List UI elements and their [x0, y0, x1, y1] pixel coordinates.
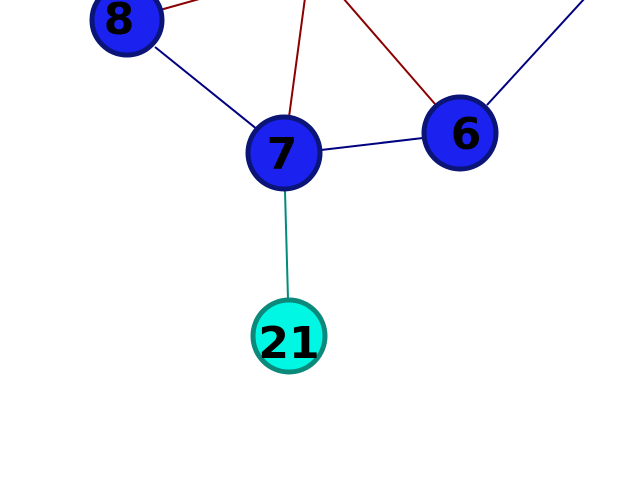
node-7[interactable]: 7 [245, 114, 323, 192]
node-label: 6 [451, 109, 482, 160]
edge-7-6 [320, 137, 424, 151]
node-8[interactable]: 8 [89, 0, 165, 58]
node-label: 8 [104, 0, 135, 45]
edge-7-offscreen [288, 0, 306, 118]
edge-7-21 [284, 190, 289, 300]
edge-6-offscreen-right [486, 0, 585, 106]
edge-6-offscreen [343, 0, 436, 105]
edge-8-7 [154, 46, 259, 131]
node-6[interactable]: 6 [421, 94, 499, 172]
node-label: 21 [258, 318, 319, 369]
node-21[interactable]: 21 [250, 297, 328, 375]
node-label: 7 [267, 129, 298, 180]
edge-8-offscreen [159, 0, 200, 11]
